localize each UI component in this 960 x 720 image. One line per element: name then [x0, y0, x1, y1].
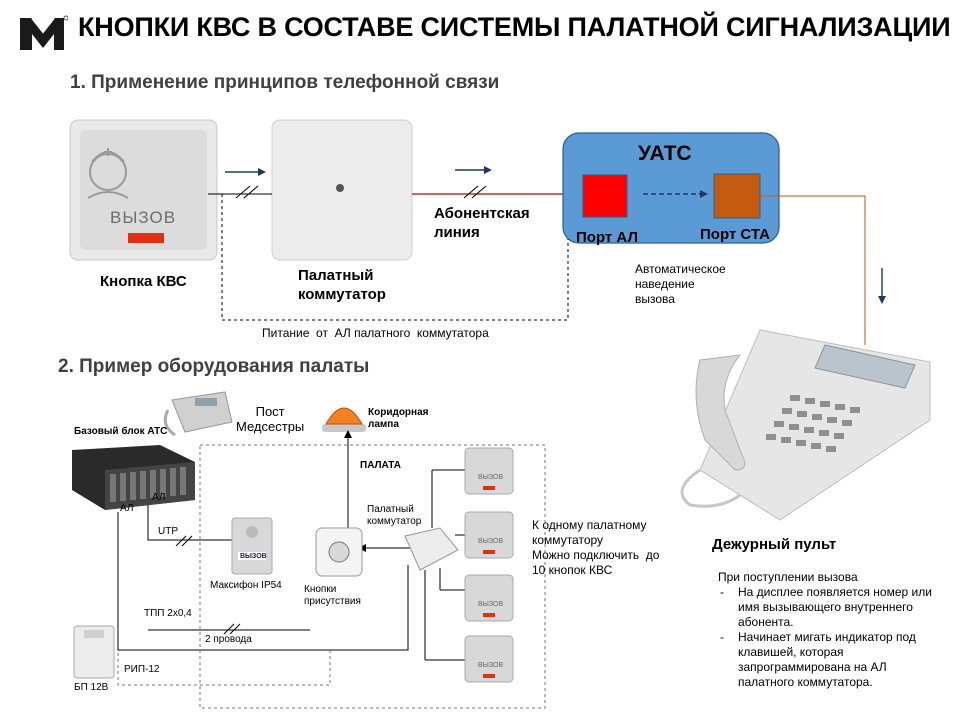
console-note-item: На дисплее появляется номер или имя вызы…: [718, 585, 940, 630]
company-logo: [18, 14, 68, 54]
port-al-label: Порт АЛ: [576, 229, 638, 246]
ward-switch-small-label: Палатный коммутатор: [367, 504, 422, 527]
intercom-image: [231, 517, 273, 575]
kvs-button-label: Кнопка КВС: [100, 273, 187, 290]
rip-label: РИП-12: [124, 664, 160, 675]
power-note: Питание от АЛ палатного коммутатора: [262, 326, 489, 340]
nurse-post-phone-image: [163, 391, 233, 437]
presence-buttons-label: Кнопки присутствия: [304, 584, 361, 607]
intercom-label: Максифон IP54: [210, 580, 282, 591]
psu-label: БП 12В: [74, 682, 109, 693]
tpp-label: ТПП 2х0,4: [144, 608, 192, 619]
console-notes: При поступлении вызова На дисплее появля…: [718, 570, 940, 690]
duty-console-label: Дежурный пульт: [712, 536, 837, 553]
subscriber-line-label: Абонентская линия: [434, 205, 530, 241]
corridor-lamp-label: Коридорная лампа: [368, 407, 429, 430]
al-label-2: АЛ: [152, 492, 166, 503]
presence-buttons-image: [315, 527, 363, 577]
intercom-button-text: ВЫЗОВ: [240, 553, 267, 560]
two-wires-label: 2 провода: [205, 634, 252, 645]
section-2-heading: 2. Пример оборудования палаты: [58, 356, 370, 377]
nurse-post-label: Пост Медсестры: [236, 404, 305, 434]
ward-switch-small-image: [404, 527, 459, 571]
ward-switch-label: Палатный коммутатор: [298, 267, 386, 303]
section-1-heading: 1. Применение принципов телефонной связи: [70, 72, 500, 93]
psu-image: [73, 625, 115, 679]
mini-button-text: ВЫЗОВ: [478, 601, 504, 608]
corridor-lamp-image: [322, 407, 366, 432]
base-unit-image: [72, 445, 195, 510]
console-note-item: Начинает мигать индикатор под клавишей, …: [718, 630, 940, 690]
console-notes-intro: При поступлении вызова: [718, 570, 858, 584]
kvs-note: К одному палатному коммутатору Можно под…: [532, 518, 660, 577]
pbx-title: УАТС: [638, 142, 692, 165]
mini-button-text: ВЫЗОВ: [478, 662, 504, 669]
auto-call-label: Автоматическое наведение вызова: [635, 262, 726, 306]
logo-icon: [20, 15, 68, 50]
utp-label: UTP: [158, 526, 178, 537]
mini-button-text: ВЫЗОВ: [478, 538, 504, 545]
kvs-button-text: ВЫЗОВ: [110, 208, 177, 227]
kvs-mini-buttons: [464, 447, 514, 683]
port-sta-block: [713, 173, 761, 219]
port-al-block: [582, 174, 628, 218]
al-label-1: АЛ: [120, 503, 134, 514]
page-title: КНОПКИ КВС В СОСТАВЕ СИСТЕМЫ ПАЛАТНОЙ СИ…: [78, 12, 951, 42]
mini-button-text: ВЫЗОВ: [478, 474, 504, 481]
ward-label: ПАЛАТА: [360, 460, 401, 471]
ward-switch-image: [271, 119, 413, 261]
duty-console-phone-image: [680, 329, 931, 521]
kvs-button-image: [69, 119, 218, 261]
port-sta-label: Порт СТА: [700, 226, 770, 243]
base-unit-label: Базовый блок АТС: [74, 426, 168, 437]
